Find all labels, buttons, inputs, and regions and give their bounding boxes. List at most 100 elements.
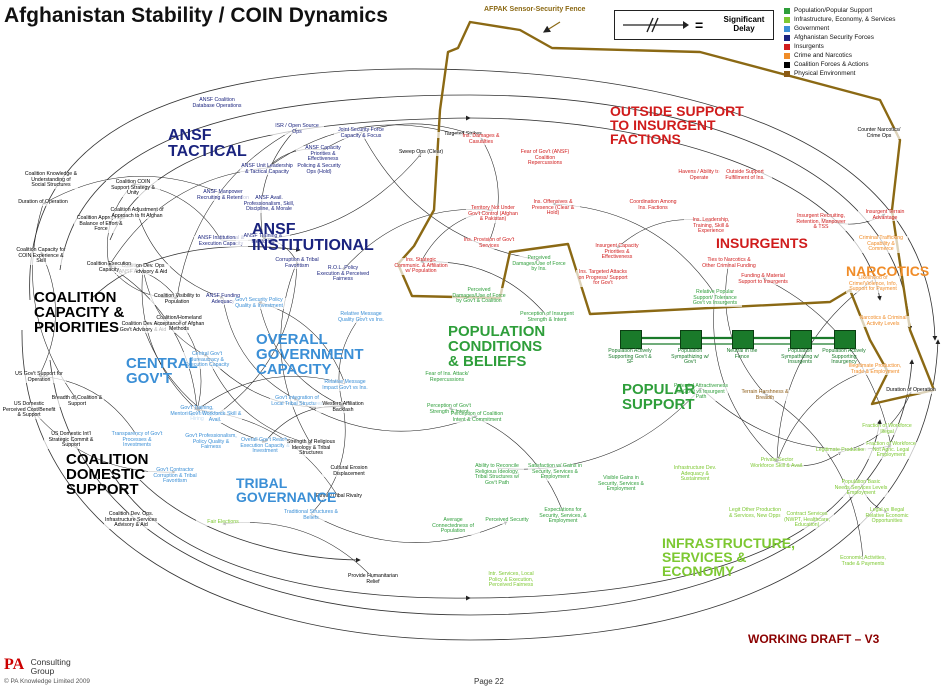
variable-node: Insurgent Capacity Priorities & Effectiv… — [590, 243, 644, 261]
legend-label: Afghanistan Security Forces — [794, 34, 874, 41]
cluster-label-line: SUPPORT — [622, 396, 695, 413]
variable-node: Perception of Gov't Strength & Intent — [422, 403, 476, 416]
variable-node: R.O.L. Policy Execution & Perceived Fair… — [316, 265, 370, 283]
page-title: Afghanistan Stability / COIN Dynamics — [4, 4, 388, 27]
cluster-label-line: TRIBAL — [236, 475, 288, 491]
variable-node: Perceived Damages/Use of Force by Gov't … — [452, 287, 506, 305]
cluster-label: INFRASTRUCTURE,SERVICES &ECONOMY — [662, 536, 795, 578]
variable-node: Counter Narcotics/ Crime Ops — [852, 127, 906, 140]
variable-node: Fraction of Workforce Not Agric. Legal E… — [864, 441, 918, 459]
variable-node: Gov't Contractor Corruption & Tribal Fav… — [148, 467, 202, 485]
legend-label: Physical Environment — [794, 70, 856, 77]
variable-node: Narcotics & Criminal Activity Levels — [856, 315, 910, 328]
variable-node: Gov't Professionalism, Policy Quality & … — [184, 433, 238, 451]
legend-label: Infrastructure, Economy, & Services — [794, 16, 896, 23]
stock-label: Population Actively Supporting Insurgenc… — [822, 348, 866, 366]
causal-link — [141, 267, 198, 411]
copyright: © PA Knowledge Limited 2009 — [4, 678, 90, 685]
cluster-label: NARCOTICS — [846, 264, 929, 278]
cluster-label-line: POPULATION — [448, 323, 546, 340]
cluster-label-line: INFRASTRUCTURE, — [662, 535, 795, 551]
delay-symbol-icon — [623, 17, 689, 33]
cluster-label-line: FACTIONS — [610, 131, 681, 147]
cluster-label-line: SUPPORT — [66, 481, 139, 498]
cluster-label-line: TO INSURGENT — [610, 117, 716, 133]
variable-node: Satisfaction w/ Gains in Security, Servi… — [528, 463, 582, 481]
cluster-label-line: ANSF — [252, 221, 296, 238]
legend-label: Population/Popular Support — [794, 7, 873, 14]
legend-label: Coalition Forces & Actions — [794, 61, 869, 68]
causal-link — [136, 211, 224, 299]
variable-node: Average Connectedness of Population — [426, 517, 480, 535]
causal-link — [108, 265, 198, 411]
stock-label: Population Sympathizing w/ Insurgents — [781, 348, 819, 366]
variable-node: ANSF Coalition Database Operations — [190, 97, 244, 110]
variable-node: Insurgent Recruiting, Retention, Manpowe… — [794, 213, 848, 231]
variable-node: Gov't Security Policy Quality & Investme… — [232, 297, 286, 310]
causal-link — [222, 522, 374, 579]
variable-node: Coalition Dev. Ops Gov't Advisory & Aid — [116, 321, 170, 334]
cluster-label-line: GOV'T — [126, 370, 173, 387]
legend-swatch — [784, 70, 790, 77]
causal-link — [214, 261, 299, 417]
variable-node: Coordination Among Ins. Factions — [626, 199, 680, 212]
stock-label: Population Sympathizing w/ Gov't — [671, 348, 709, 366]
variable-node: ANSF Training & Mentoring — [236, 233, 290, 246]
delay-equals: = — [695, 17, 704, 33]
legend-item: Crime and Narcotics — [784, 51, 944, 60]
variable-node: Ins. Targeted Attacks on Progress/ Suppo… — [576, 269, 630, 287]
variable-node: Perception of Coalition Intent & Commitm… — [450, 411, 504, 424]
variable-node: Duration of Operation — [16, 199, 70, 206]
delay-legend-box: = Significant Delay — [614, 10, 774, 40]
logo-name: Consulting Group — [31, 658, 71, 676]
variable-node: Coalition Appropriate Balance of Effort … — [74, 215, 128, 233]
variable-node: Intr. Services, Local Policy & Execution… — [484, 571, 538, 589]
variable-node: Joint Security Force Capacity & Focus — [334, 127, 388, 140]
cluster-label-line: PRIORITIES — [34, 319, 120, 336]
variable-node: Population Basic Needs Services Levels E… — [834, 479, 888, 497]
legend-swatch — [784, 16, 790, 23]
variable-node: Coalition Execution Capacity — [82, 261, 136, 274]
causal-link — [206, 355, 312, 445]
variable-node: Coalition/Homeland Acceptance of Afghan … — [152, 315, 206, 333]
causal-link — [38, 251, 56, 377]
variable-node: Territory Not Under Gov't Control (Afgha… — [466, 205, 520, 223]
causal-loop-link — [89, 246, 301, 301]
causal-link — [266, 124, 464, 169]
variable-node: Economic Activities, Trade & Payments — [836, 555, 890, 568]
variable-node: Corruption & Tribal Favoritism — [270, 257, 324, 270]
variable-node: US Domestic Int'l Strategic Commit & Sup… — [44, 431, 98, 449]
logo-name-line-2: Group — [30, 666, 55, 676]
causal-loop-link — [49, 359, 915, 616]
causal-link — [496, 387, 702, 470]
cluster-label-line: TACTICAL — [168, 143, 247, 160]
legend-label: Government — [794, 25, 830, 32]
variable-node: Illegitimate Production, Trade & Employm… — [848, 363, 902, 376]
variable-node: Relative Popular Support/ Tolerance Gov'… — [688, 289, 742, 307]
causal-loop-link — [109, 115, 471, 241]
cluster-label-line: SERVICES & — [662, 549, 747, 565]
legend-item: Insurgents — [784, 42, 944, 51]
legend-swatch — [784, 61, 790, 68]
legend-label: Crime and Narcotics — [794, 52, 852, 59]
legend-swatch — [784, 7, 790, 14]
variable-node: Coalition Dev. Ops ANSF Advisory & Aid — [116, 263, 170, 276]
variable-node: Havens / Ability to Operate — [672, 169, 726, 182]
variable-node: Cultural Erosion Displacement — [322, 465, 376, 478]
variable-node: Ins. Provision of Gov't Services — [462, 237, 516, 250]
causal-loop-link — [109, 469, 471, 601]
variable-node: ANSF Capacity Priorities & Effectiveness — [296, 145, 350, 163]
causal-link — [196, 375, 346, 411]
cluster-label-line: GOVERNMENT — [256, 346, 364, 363]
variable-node: Contract Services (NWPT, Healthcare, Edu… — [780, 511, 834, 529]
variable-node: Ins. Damages & Casualties — [454, 133, 508, 146]
legend-swatch — [784, 25, 790, 32]
variable-node: Ethnic/Tribal Rivalry — [312, 493, 366, 500]
variable-node: Gov't Workforce Skill & Avail. — [188, 411, 242, 424]
